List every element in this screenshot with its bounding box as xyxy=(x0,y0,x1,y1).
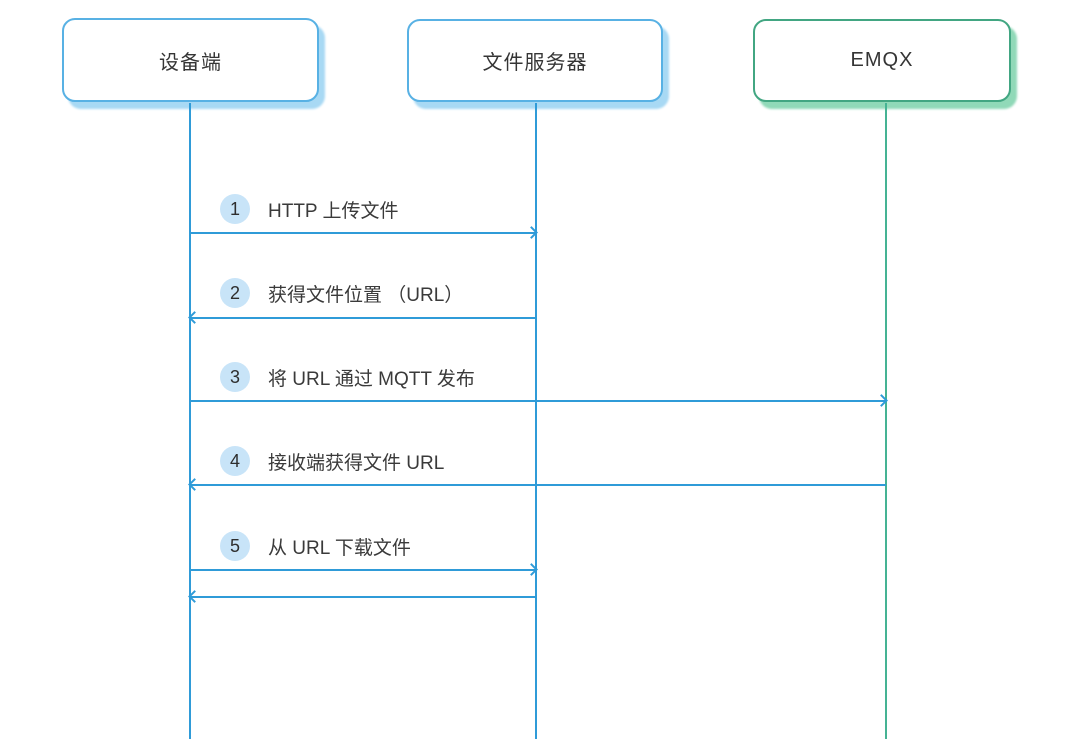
message-number-badge: 2 xyxy=(220,278,250,308)
message-label-1: 1 HTTP 上传文件 xyxy=(220,194,399,224)
message-number-badge: 4 xyxy=(220,446,250,476)
actor-label-device: 设备端 xyxy=(159,51,222,74)
message-text: 接收端获得文件 URL xyxy=(268,452,445,474)
message-arrow-2 xyxy=(188,311,536,324)
actor-box-file-server: 文件服务器 xyxy=(407,19,663,102)
message-arrow-return xyxy=(188,590,536,603)
message-label-5: 5 从 URL 下载文件 xyxy=(220,531,411,561)
message-text: 获得文件位置 （URL） xyxy=(268,284,464,306)
message-label-4: 4 接收端获得文件 URL xyxy=(220,446,444,476)
actor-label-file-server: 文件服务器 xyxy=(482,52,588,74)
lifeline-file-server xyxy=(535,103,537,739)
lifeline-device xyxy=(189,103,191,739)
actor-box-emqx: EMQX xyxy=(753,19,1011,102)
message-number-badge: 1 xyxy=(220,194,250,224)
lifeline-emqx xyxy=(885,103,887,739)
message-arrow-1 xyxy=(190,226,538,239)
message-arrow-4 xyxy=(188,478,886,491)
actor-label-emqx: EMQX xyxy=(850,49,914,71)
message-text: 将 URL 通过 MQTT 发布 xyxy=(268,368,475,390)
actor-box-device: 设备端 xyxy=(62,18,319,102)
message-text: 从 URL 下载文件 xyxy=(268,537,411,559)
message-label-2: 2 获得文件位置 （URL） xyxy=(220,278,463,308)
message-number-badge: 5 xyxy=(220,531,250,561)
message-arrow-3 xyxy=(190,394,888,407)
message-arrow-5 xyxy=(190,563,538,576)
message-label-3: 3 将 URL 通过 MQTT 发布 xyxy=(220,362,475,392)
message-number-badge: 3 xyxy=(220,362,250,392)
message-text: HTTP 上传文件 xyxy=(268,200,399,222)
